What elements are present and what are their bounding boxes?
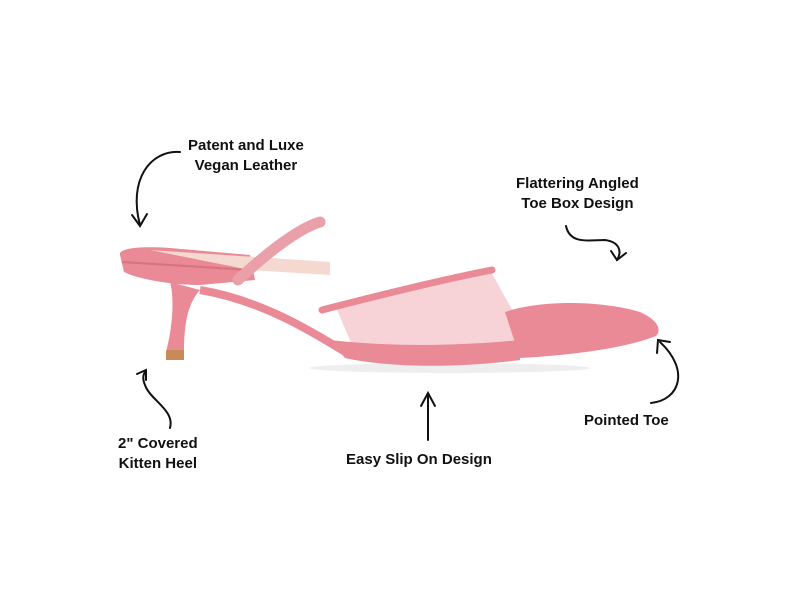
arrow-toe-box-head-icon — [610, 250, 627, 262]
arrow-pointed-toe-icon — [650, 341, 680, 404]
kitten-heel — [166, 282, 200, 352]
label-line: Easy Slip On Design — [346, 451, 492, 468]
label-line: Kitten Heel — [118, 455, 197, 472]
insole — [150, 250, 330, 275]
label-heel: 2" Covered Kitten Heel — [118, 434, 198, 474]
shoe — [119, 216, 659, 366]
toe-cap — [505, 303, 659, 358]
floor-shadow — [310, 363, 590, 373]
label-line: 2" Covered — [118, 435, 198, 452]
label-line: Vegan Leather — [194, 157, 298, 174]
mesh-panel — [335, 270, 520, 352]
elastic-strap — [232, 216, 326, 286]
label-line: Patent and Luxe — [188, 137, 304, 154]
arrow-slip-on-head-icon — [420, 390, 436, 407]
label-slip-on: Easy Slip On Design — [346, 450, 492, 470]
arrow-toe-box-icon — [565, 225, 621, 261]
arrow-leather-head-icon — [131, 213, 148, 228]
label-toe-box: Flattering Angled Toe Box Design — [516, 174, 639, 214]
arrow-leather-icon — [135, 150, 181, 226]
label-line: Pointed Toe — [584, 412, 669, 429]
label-pointed-toe: Pointed Toe — [584, 411, 669, 431]
arrow-heel-icon — [142, 370, 172, 429]
label-line: Toe Box Design — [521, 195, 634, 212]
label-leather: Patent and Luxe Vegan Leather — [188, 136, 304, 176]
arrow-pointed-toe-head-icon — [656, 338, 671, 354]
arrow-heel-head-icon — [136, 368, 147, 381]
label-line: Flattering Angled — [516, 175, 639, 192]
heel-tip — [166, 350, 184, 360]
annotation-arrows — [131, 150, 680, 441]
